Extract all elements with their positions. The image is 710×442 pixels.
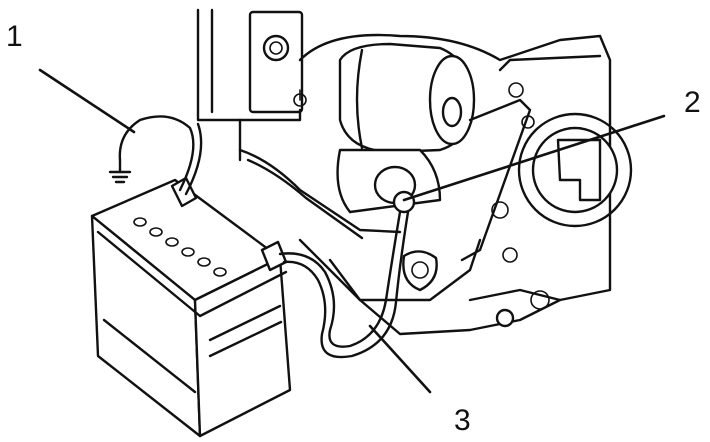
engine-block: [196, 8, 633, 336]
callout-label-1: 1: [6, 20, 23, 53]
callout-3: 3: [368, 324, 471, 437]
positive-cable: [278, 190, 416, 359]
battery-vent-caps: [133, 217, 227, 277]
callout-1: 1: [6, 20, 136, 134]
callout-label-3: 3: [454, 404, 471, 437]
ground-cable: [108, 115, 203, 196]
starter-motor: [336, 42, 476, 214]
leader-line-3: [368, 324, 432, 394]
callout-2: 2: [402, 86, 701, 202]
leader-line-1: [38, 68, 136, 134]
callout-label-2: 2: [684, 86, 701, 119]
leader-line-2: [402, 114, 666, 202]
battery: [90, 176, 292, 438]
